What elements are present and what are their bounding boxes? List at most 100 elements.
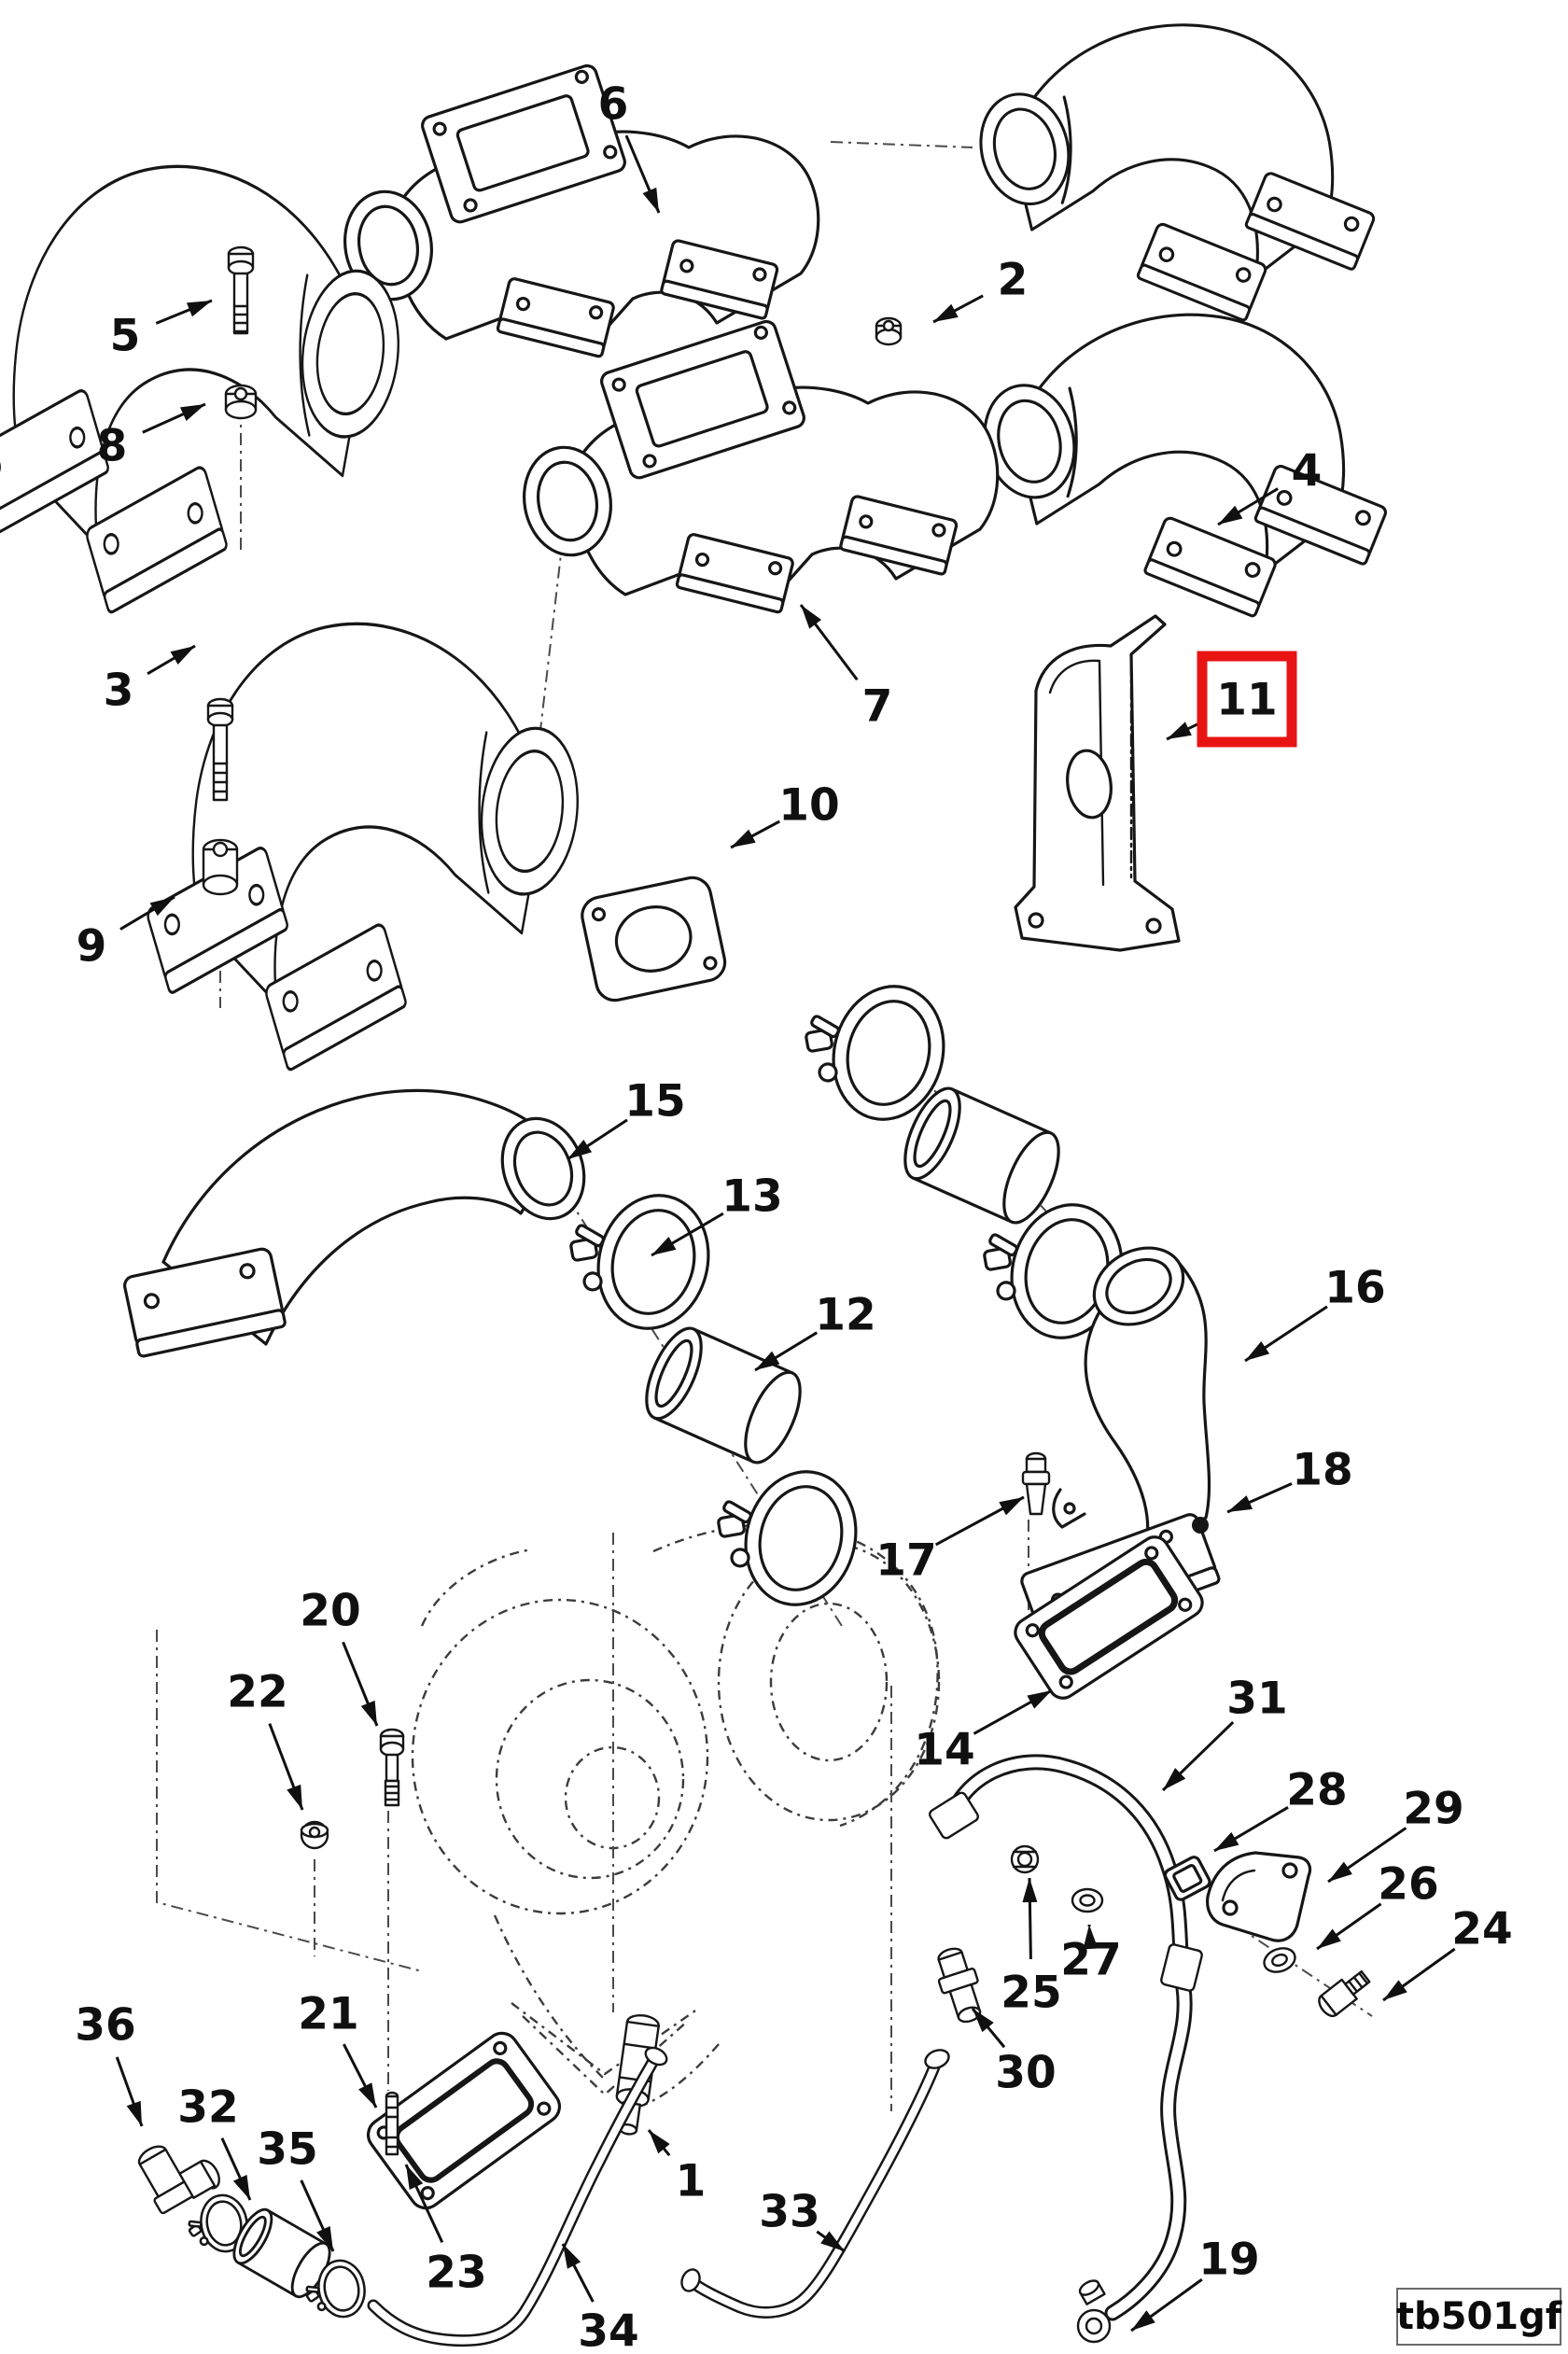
callout-3[interactable]: 3: [104, 644, 196, 717]
callout-10[interactable]: 10: [730, 780, 840, 849]
callout-8[interactable]: 8: [97, 402, 206, 472]
part-number-label[interactable]: 33: [759, 2187, 819, 2238]
part-number-label[interactable]: 8: [97, 421, 128, 472]
exhaust-manifold-center-section-front-part7: [514, 317, 1000, 615]
turbo-inlet-gasket-part14: [1014, 1535, 1204, 1700]
part-number-label[interactable]: 24: [1451, 1904, 1512, 1955]
part-number-label[interactable]: 21: [298, 1989, 358, 2040]
part-number-label[interactable]: 35: [257, 2124, 317, 2176]
part-number-label[interactable]: 3: [104, 666, 134, 717]
part-number-label[interactable]: 36: [75, 2000, 135, 2052]
part-number-label[interactable]: 29: [1403, 1784, 1463, 1835]
part-number-label[interactable]: 32: [177, 2082, 238, 2134]
figure-id-plate: tb501gf: [1396, 2288, 1561, 2346]
arrowhead-icon: [1218, 505, 1243, 525]
part-number-label[interactable]: 7: [862, 681, 893, 733]
arrowhead-icon: [642, 187, 659, 213]
part-number-label[interactable]: 13: [721, 1171, 782, 1223]
exhaust-manifold-rear-elbow: [968, 23, 1378, 323]
arrowhead-icon: [316, 2226, 333, 2251]
capscrew-part24: [1318, 1969, 1371, 2018]
callout-23[interactable]: 23: [404, 2164, 487, 2299]
callout-32[interactable]: 32: [177, 2082, 252, 2201]
part-number-label[interactable]: 26: [1378, 1859, 1438, 1911]
arrowhead-icon: [360, 1700, 377, 1726]
callout-22[interactable]: 22: [227, 1667, 304, 1811]
callout-18[interactable]: 18: [1226, 1445, 1353, 1514]
exhaust-manifold-front-elbow-part4: [972, 313, 1390, 619]
part-number-label[interactable]: 5: [110, 311, 141, 362]
callout-2[interactable]: 2: [932, 255, 1029, 324]
part-number-label[interactable]: 23: [426, 2248, 486, 2299]
part-number-label[interactable]: 10: [778, 780, 839, 832]
part-number-label[interactable]: 17: [875, 1535, 936, 1587]
callout-28[interactable]: 28: [1213, 1765, 1348, 1853]
arrowhead-icon: [1131, 2310, 1155, 2331]
callout-6[interactable]: 6: [598, 79, 661, 214]
air-fitting-part17: [1021, 1451, 1051, 1516]
callout-12[interactable]: 12: [754, 1290, 876, 1372]
hump-hose-part12-left: [634, 1319, 813, 1472]
callout-29[interactable]: 29: [1327, 1784, 1464, 1884]
callout-36[interactable]: 36: [75, 2000, 144, 2127]
part-number-label[interactable]: 34: [578, 2306, 638, 2354]
selected-part-highlight-box[interactable]: [1197, 651, 1297, 748]
arrowhead-icon: [358, 2082, 376, 2108]
callout-33[interactable]: 33: [759, 2187, 846, 2253]
callout-5[interactable]: 5: [110, 299, 213, 362]
callout-7[interactable]: 7: [799, 604, 893, 733]
callout-11-highlighted[interactable]: 11: [1166, 651, 1297, 748]
air-transfer-pipe-part15: [123, 1088, 586, 1358]
callout-17[interactable]: 17: [875, 1495, 1025, 1587]
nut-part25: [1010, 1844, 1040, 1874]
callout-26[interactable]: 26: [1316, 1859, 1439, 1951]
arrowhead-icon: [1227, 1495, 1253, 1512]
callout-31[interactable]: 31: [1161, 1674, 1288, 1792]
part-number-label[interactable]: 19: [1198, 2235, 1259, 2286]
callout-1[interactable]: 1: [647, 2129, 707, 2207]
part-number-label[interactable]: 25: [1001, 1968, 1061, 2019]
part-number-label[interactable]: 18: [1292, 1445, 1352, 1496]
part-number-label[interactable]: 20: [300, 1586, 360, 1637]
part-number-label[interactable]: 2: [998, 255, 1029, 306]
callout-25[interactable]: 25: [1001, 1877, 1062, 2019]
part-number-label[interactable]: 1: [676, 2156, 707, 2207]
callout-4[interactable]: 4: [1217, 446, 1323, 526]
callout-24[interactable]: 24: [1382, 1904, 1513, 2002]
callout-16[interactable]: 16: [1244, 1263, 1386, 1363]
part-number-label[interactable]: 11: [1216, 675, 1277, 726]
part-number-label[interactable]: 31: [1226, 1674, 1287, 1725]
callout-15[interactable]: 15: [567, 1076, 686, 1161]
arrowhead-icon: [731, 829, 756, 848]
part-number-label[interactable]: 16: [1324, 1263, 1385, 1314]
callout-21[interactable]: 21: [298, 1989, 378, 2109]
callout-13[interactable]: 13: [651, 1171, 783, 1257]
part-number-label[interactable]: 28: [1286, 1765, 1347, 1816]
arrowhead-icon: [1214, 1831, 1239, 1851]
callout-14[interactable]: 14: [914, 1688, 1053, 1776]
banjo-connector-part19: [1076, 2279, 1112, 2344]
manifold-capscrew-part5: [227, 245, 255, 335]
part-number-label[interactable]: 4: [1292, 446, 1323, 497]
part-number-label[interactable]: 14: [914, 1725, 974, 1776]
part-number-label[interactable]: 15: [624, 1076, 685, 1128]
part-number-label[interactable]: 30: [995, 2048, 1056, 2099]
callout-35[interactable]: 35: [257, 2124, 335, 2252]
part-number-label[interactable]: 27: [1060, 1935, 1121, 1986]
callout-19[interactable]: 19: [1130, 2235, 1260, 2333]
exhaust-manifold-center-section-rear: [335, 62, 820, 359]
callout-20[interactable]: 20: [300, 1586, 379, 1727]
part-number-label[interactable]: 6: [598, 79, 629, 131]
washer-part26: [1263, 1947, 1296, 1973]
callout-9[interactable]: 9: [77, 895, 175, 973]
callout-34[interactable]: 34: [561, 2243, 639, 2354]
turbo-inlet-gasket-part21: [366, 2031, 562, 2210]
part-number-label[interactable]: 22: [227, 1667, 287, 1718]
arrowhead-icon: [649, 2130, 670, 2154]
part-number-label[interactable]: 9: [77, 921, 107, 973]
arrowhead-icon: [170, 646, 195, 666]
part-number-label[interactable]: 12: [815, 1290, 875, 1341]
arrowhead-icon: [1163, 1768, 1186, 1790]
callout-27[interactable]: 27: [1060, 1924, 1122, 1986]
callout-30[interactable]: 30: [971, 2008, 1057, 2099]
